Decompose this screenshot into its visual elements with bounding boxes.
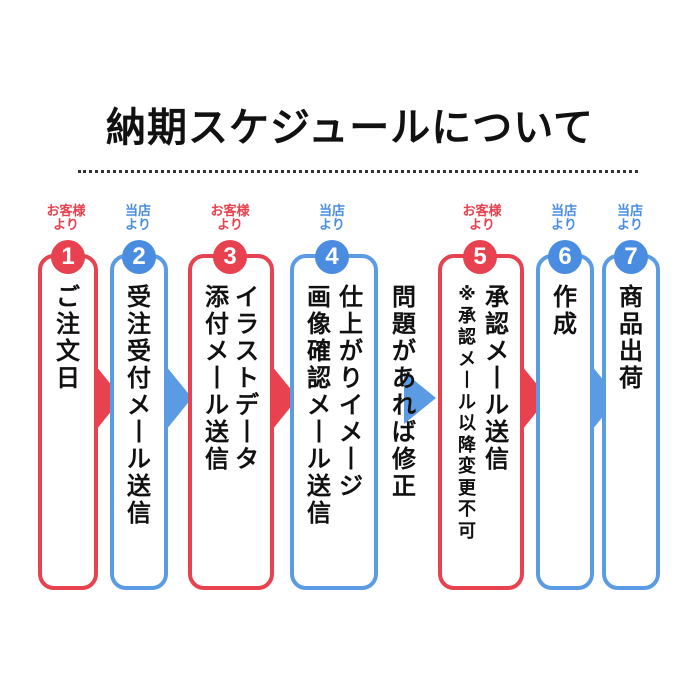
step-2-source: 当店 より xyxy=(108,205,168,233)
step-7-card xyxy=(602,254,660,590)
step-7-source: 当店 より xyxy=(600,205,660,233)
step-4-source-line2: より xyxy=(319,218,345,233)
step-1-badge: 1 xyxy=(51,240,85,274)
step-5-source-line1: お客様 xyxy=(462,204,502,219)
step-4-card xyxy=(290,254,378,590)
step-7-source-line1: 当店 xyxy=(616,204,643,219)
step-6-card xyxy=(536,254,594,590)
step-7-badge: 7 xyxy=(614,240,648,274)
step-5-source-line2: より xyxy=(469,218,495,233)
step-6-source-line2: より xyxy=(551,218,577,233)
step-3-source-line1: お客様 xyxy=(210,204,250,219)
step-2-source-line2: より xyxy=(125,218,151,233)
step-6-badge: 6 xyxy=(548,240,582,274)
step-3-text-col2: 添付メ丨ル送信 xyxy=(205,283,229,473)
step-6-source-line1: 当店 xyxy=(550,204,577,219)
step-6-source: 当店 より xyxy=(534,205,594,233)
step-4-text-col2: 画像確認メ丨ル送信 xyxy=(307,283,331,527)
step-1-source-line2: より xyxy=(53,218,79,233)
step-4-source-line1: 当店 xyxy=(318,204,345,219)
step-4-badge: 4 xyxy=(315,240,349,274)
step-2-source-line1: 当店 xyxy=(124,204,151,219)
step-7-text: 商品出荷 xyxy=(619,283,643,392)
step-3-source: お客様 より xyxy=(200,205,260,233)
dotted-divider xyxy=(78,170,638,173)
arrow-2-3 xyxy=(166,366,192,430)
step-5-text: 承認メ丨ル送信 xyxy=(485,283,509,473)
page-title: 納期スケジュールについて xyxy=(106,105,594,151)
step-2-card xyxy=(110,254,168,590)
arrow-4-5 xyxy=(404,372,436,424)
step-3-source-line2: より xyxy=(217,218,243,233)
step-5-note: ※承認メ丨ル以降変更不可 xyxy=(458,284,476,542)
step-1-text: ご注文日 xyxy=(56,283,80,392)
step-6-text: 作成 xyxy=(553,283,577,338)
step-2-text: 受注受付メ丨ル送信 xyxy=(127,283,151,527)
step-5-card xyxy=(438,254,524,590)
step-2-badge: 2 xyxy=(122,240,156,274)
step-1-source: お客様 より xyxy=(36,205,96,233)
step-5-badge: 5 xyxy=(463,240,497,274)
step-3-text-col1: イラストデ丨タ xyxy=(235,283,259,473)
step-4-source: 当店 より xyxy=(302,205,362,233)
step-3-badge: 3 xyxy=(213,240,247,274)
step-4-text-col1: 仕上がりイメ丨ジ xyxy=(339,283,363,500)
step-5-source: お客様 より xyxy=(452,205,512,233)
step-7-source-line2: より xyxy=(617,218,643,233)
revision-text: 問題があれば修正 xyxy=(392,283,416,500)
step-1-source-line1: お客様 xyxy=(46,204,86,219)
